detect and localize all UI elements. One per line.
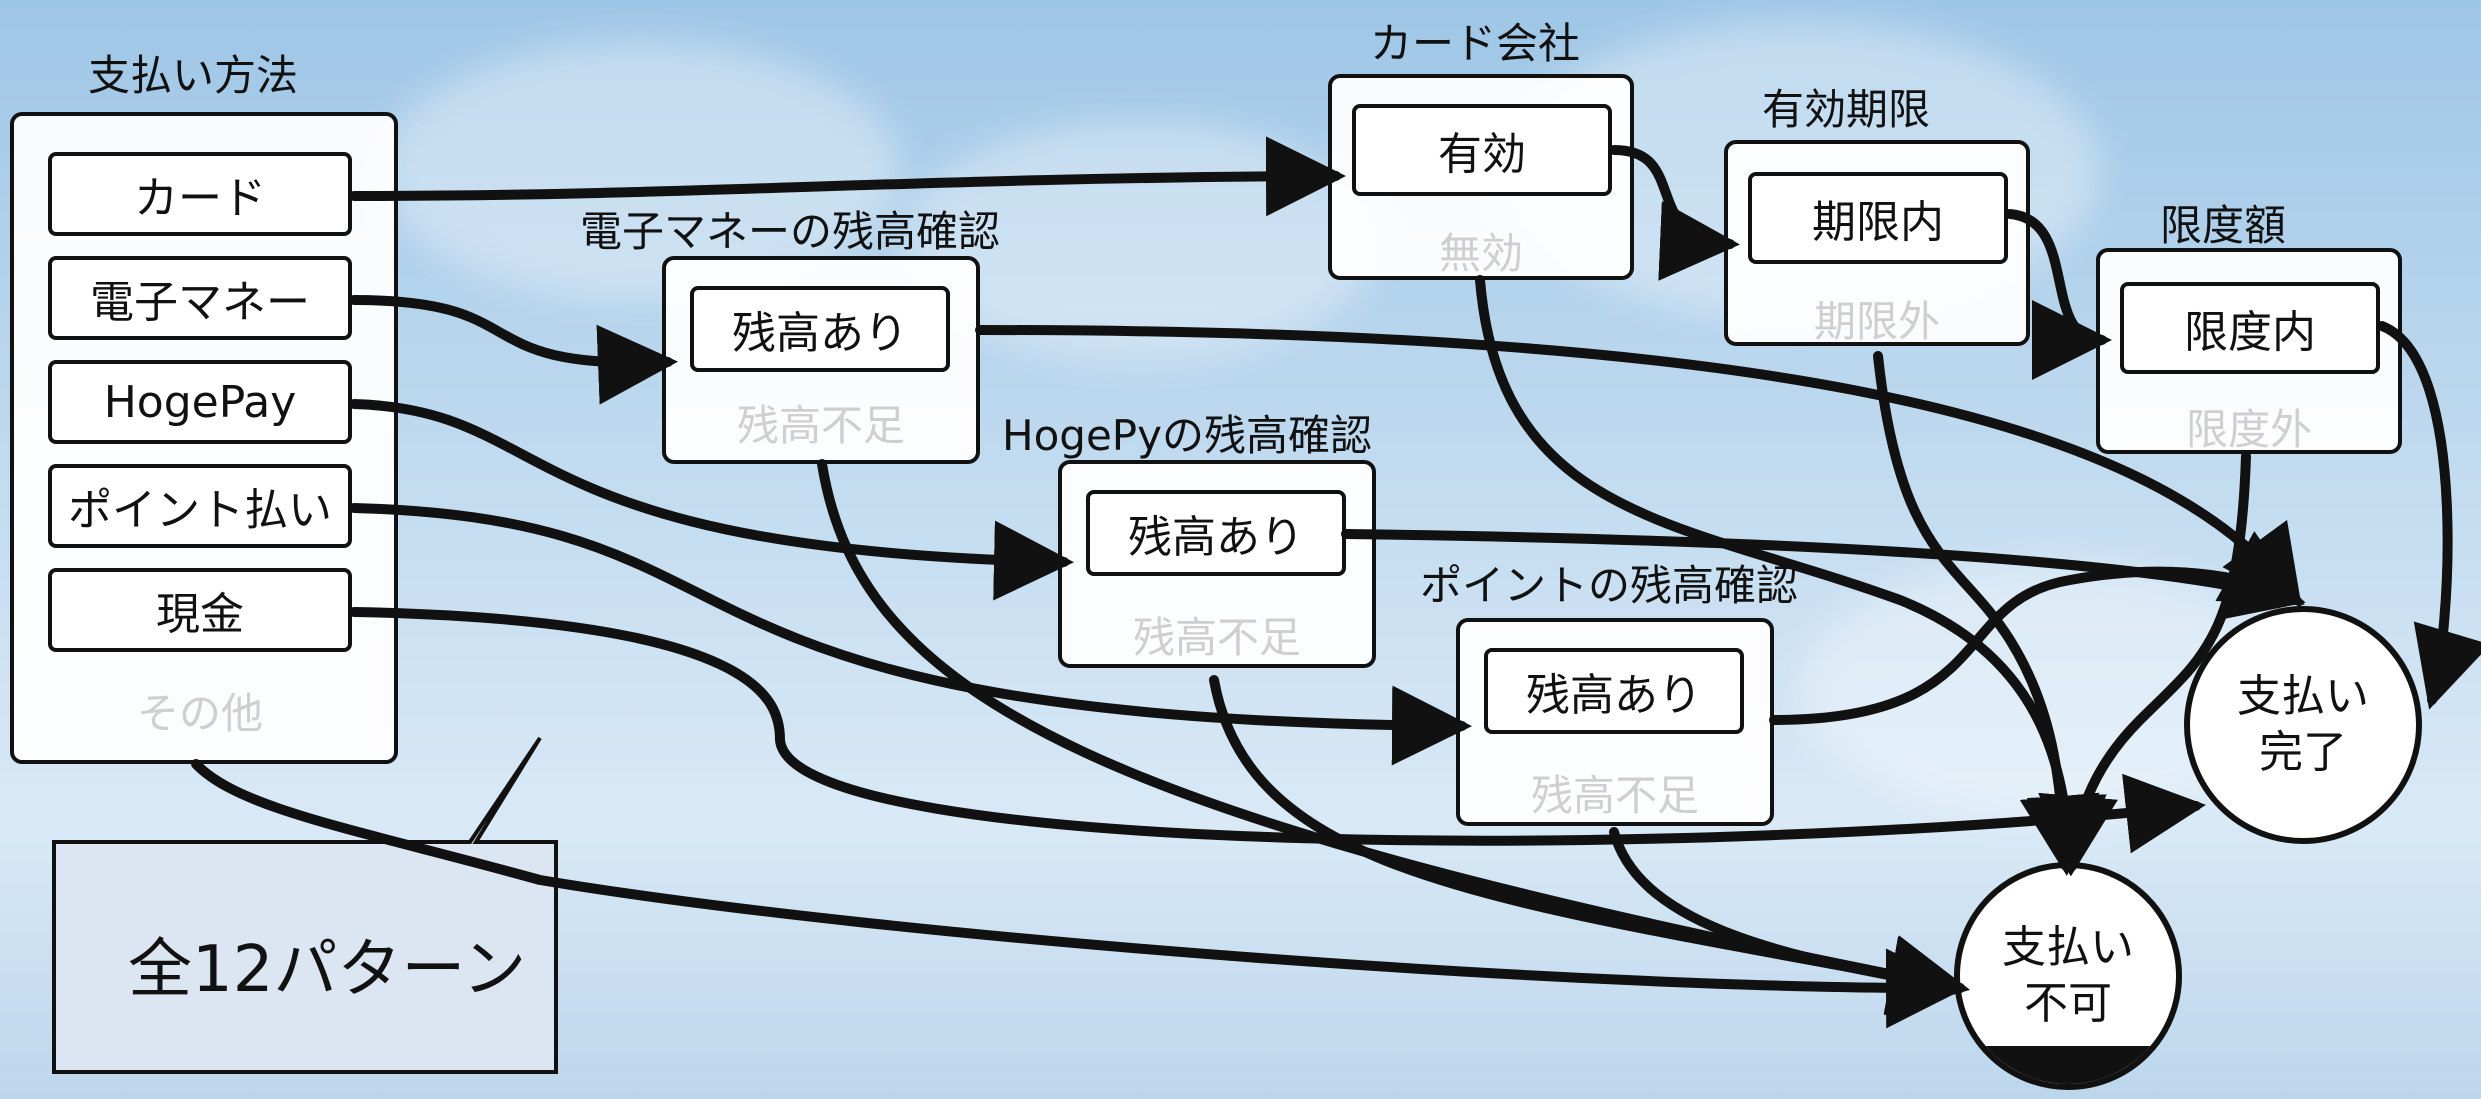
payment-method-title: 支払い方法 <box>88 51 299 100</box>
option-cash: 現金 <box>48 568 352 652</box>
payment-fail-node: 支払い 不可 <box>1954 862 2182 1090</box>
card-company-title: カード会社 <box>1370 19 1581 68</box>
callout-text: 全12パターン <box>128 933 527 1007</box>
option-hogepay: HogePay <box>48 360 352 444</box>
expiry-title: 有効期限 <box>1762 85 1931 134</box>
payment-fail-label: 支払い 不可 <box>2002 922 2134 1029</box>
fail-node-base-band <box>1960 1046 2176 1084</box>
emoney-balance-ok: 残高あり <box>690 286 950 372</box>
card-invalid: 無効 <box>1438 229 1523 278</box>
expiry-within: 期限内 <box>1748 172 2008 264</box>
option-emoney: 電子マネー <box>48 256 352 340</box>
emoney-check-title: 電子マネーの残高確認 <box>580 207 1001 256</box>
limit-title: 限度額 <box>2160 201 2287 250</box>
option-other: その他 <box>136 689 263 738</box>
card-valid: 有効 <box>1352 104 1612 196</box>
